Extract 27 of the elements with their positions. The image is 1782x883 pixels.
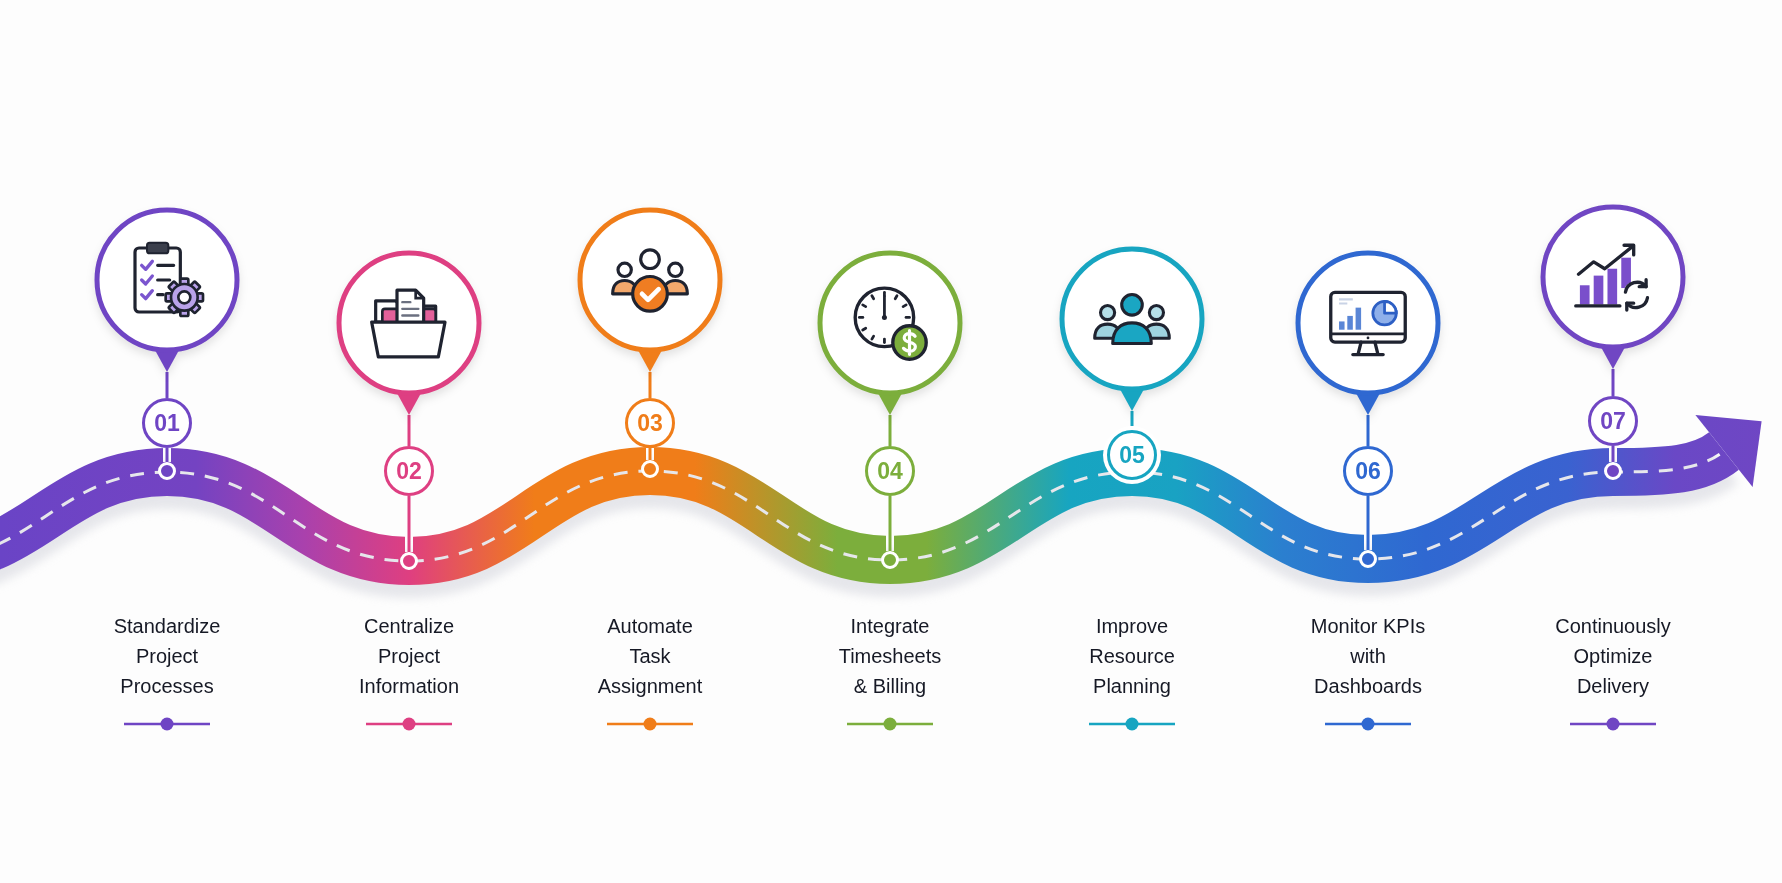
connector-line bbox=[1366, 415, 1370, 446]
connector-line bbox=[165, 372, 169, 398]
connector-line bbox=[1611, 369, 1615, 396]
connector-line bbox=[165, 448, 169, 462]
connector-line bbox=[407, 415, 411, 446]
connector-line bbox=[888, 415, 892, 446]
step-number: 02 bbox=[384, 446, 434, 496]
step-label: Monitor KPIs with Dashboards bbox=[1309, 614, 1427, 699]
connector-line bbox=[648, 448, 652, 460]
step-label: Centralize Project Information bbox=[357, 614, 461, 699]
map-pin bbox=[1538, 202, 1688, 369]
connector-line bbox=[1611, 446, 1615, 462]
step-number: 01 bbox=[142, 398, 192, 448]
connector-line bbox=[888, 496, 892, 551]
step-number: 07 bbox=[1588, 396, 1638, 446]
connector-line bbox=[1130, 411, 1134, 426]
step-label: Continuously Optimize Delivery bbox=[1554, 614, 1672, 699]
step-label: Integrate Timesheets & Billing bbox=[837, 614, 943, 699]
step-label: Automate Task Assignment bbox=[596, 614, 704, 699]
step-number: 06 bbox=[1343, 446, 1393, 496]
step-label: Standardize Project Processes bbox=[112, 614, 222, 699]
step-label: Improve Resource Planning bbox=[1088, 614, 1176, 699]
step-number: 04 bbox=[865, 446, 915, 496]
connector-line bbox=[407, 496, 411, 552]
connector-line bbox=[648, 372, 652, 398]
connector-line bbox=[1366, 496, 1370, 550]
step-number: 03 bbox=[625, 398, 675, 448]
